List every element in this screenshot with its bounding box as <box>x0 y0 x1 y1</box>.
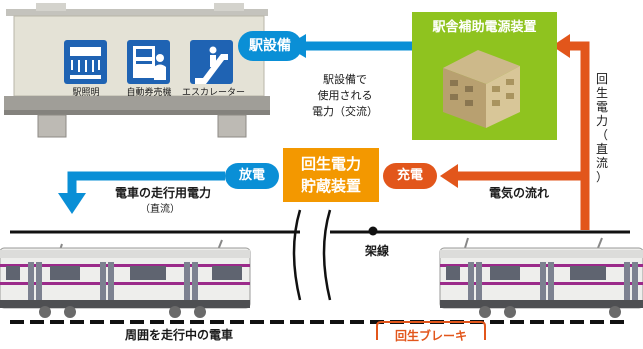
regen-storage-box <box>283 148 379 202</box>
regen-brake-bracket <box>376 321 486 340</box>
station-floor <box>4 96 270 110</box>
braking-train <box>439 237 643 318</box>
charge-badge: 充電 <box>383 163 437 189</box>
station-facilities-badge: 駅設備 <box>238 31 302 61</box>
building-icon <box>443 50 520 128</box>
station-roof <box>6 9 268 16</box>
station-pillar <box>217 114 247 138</box>
escalator-icon <box>190 40 233 84</box>
station-power-label: 駅設備で 使用される 電力（交流） <box>312 73 378 118</box>
equipment-label: エスカレーター <box>182 88 246 98</box>
ticket-machine-icon <box>127 40 170 84</box>
discharge-badge: 放電 <box>225 163 279 189</box>
regen-brake-badge: 回生ブレーキ <box>379 326 483 346</box>
discharge-flow-arrow <box>67 171 225 195</box>
regen-storage-title: 回生電力 貯蔵装置 <box>300 155 361 195</box>
station-pillar <box>37 114 67 138</box>
overhead-wire <box>10 209 630 301</box>
regen-power-arrow <box>566 41 590 230</box>
electricity-flow-label: 電気の流れ <box>488 186 549 200</box>
regen-dc-label: 回 生 電 力 （ 直 流 ） <box>595 72 608 184</box>
train-power-label: 電車の走行用電力 <box>114 186 211 200</box>
station-lighting-icon <box>64 40 107 84</box>
running-train <box>0 239 251 318</box>
equipment-label: 駅照明 <box>72 88 100 98</box>
overhead-wire-label: 架線 <box>364 244 389 258</box>
train-power-dc-label: （直流） <box>140 204 180 215</box>
equipment-label: 自動券売機 <box>126 88 172 98</box>
nearby-train-label: 周囲を走行中の電車 <box>124 328 233 342</box>
aux-power-supply-title: 駅舎補助電源装置 <box>432 20 537 35</box>
